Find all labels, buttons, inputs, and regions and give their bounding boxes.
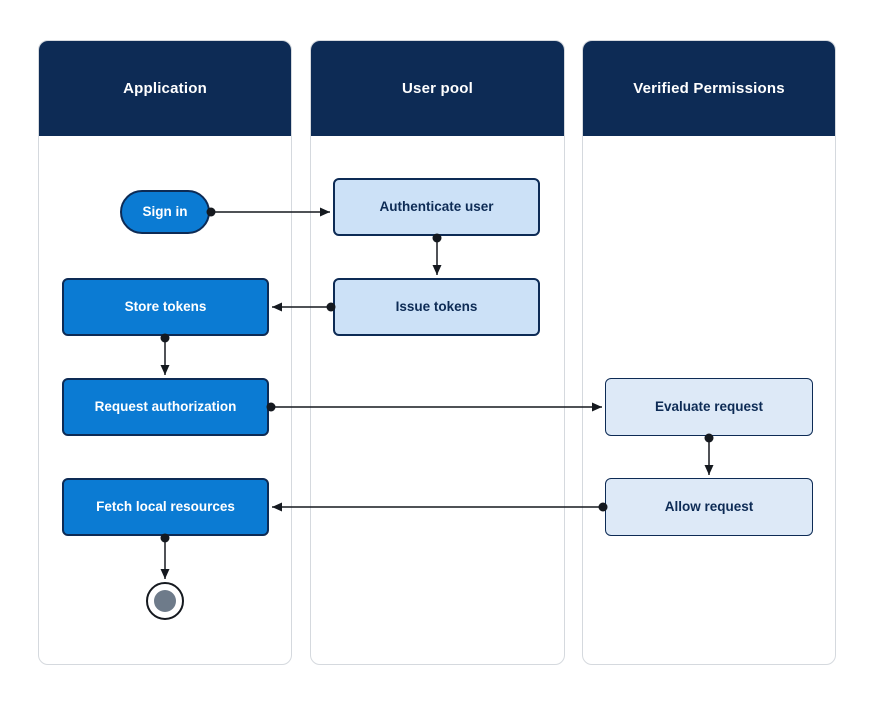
- node-sign-in: Sign in: [120, 190, 210, 234]
- lane-application: Application: [38, 40, 292, 665]
- lane-title-application: Application: [123, 80, 207, 97]
- lane-title-user-pool: User pool: [402, 80, 473, 97]
- lane-header-verified-permissions: Verified Permissions: [583, 41, 835, 136]
- node-allow-request-label: Allow request: [664, 498, 754, 514]
- node-authenticate-user-label: Authenticate user: [379, 198, 494, 214]
- lane-header-user-pool: User pool: [311, 41, 564, 136]
- lane-header-application: Application: [39, 41, 291, 136]
- node-store-tokens-label: Store tokens: [124, 298, 207, 314]
- node-issue-tokens-label: Issue tokens: [395, 298, 478, 314]
- node-request-authorization: Request authorization: [62, 378, 269, 436]
- node-evaluate-request: Evaluate request: [605, 378, 813, 436]
- node-allow-request: Allow request: [605, 478, 813, 536]
- node-evaluate-request-label: Evaluate request: [654, 398, 764, 414]
- node-authenticate-user: Authenticate user: [333, 178, 540, 236]
- lane-verified-permissions: Verified Permissions: [582, 40, 836, 665]
- node-issue-tokens: Issue tokens: [333, 278, 540, 336]
- node-fetch-local-resources: Fetch local resources: [62, 478, 269, 536]
- node-store-tokens: Store tokens: [62, 278, 269, 336]
- flow-end-node-inner: [154, 590, 176, 612]
- node-request-authorization-label: Request authorization: [94, 398, 237, 414]
- node-fetch-local-resources-label: Fetch local resources: [96, 498, 235, 514]
- node-sign-in-label: Sign in: [142, 203, 188, 219]
- flow-end-node: [146, 582, 184, 620]
- lane-user-pool: User pool: [310, 40, 565, 665]
- lane-title-verified-permissions: Verified Permissions: [633, 80, 785, 97]
